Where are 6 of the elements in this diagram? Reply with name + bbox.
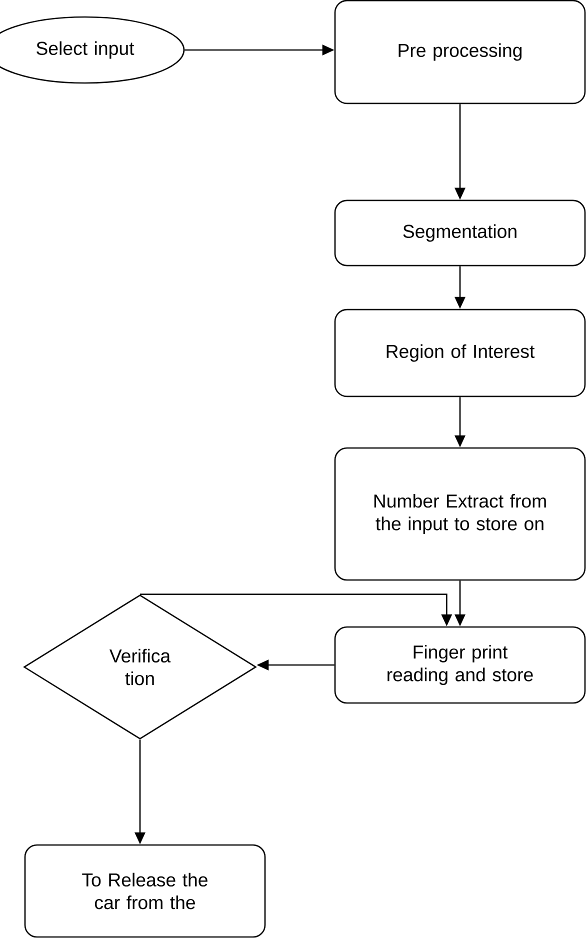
process-box: Finger print reading and store <box>334 626 586 704</box>
process-box: Pre processing <box>334 0 586 104</box>
process-box: To Release the car from the <box>24 844 266 938</box>
process-box: Number Extract from the input to store on <box>334 447 586 581</box>
process-box: Region of Interest <box>334 308 586 398</box>
process-box: Segmentation <box>334 200 586 266</box>
